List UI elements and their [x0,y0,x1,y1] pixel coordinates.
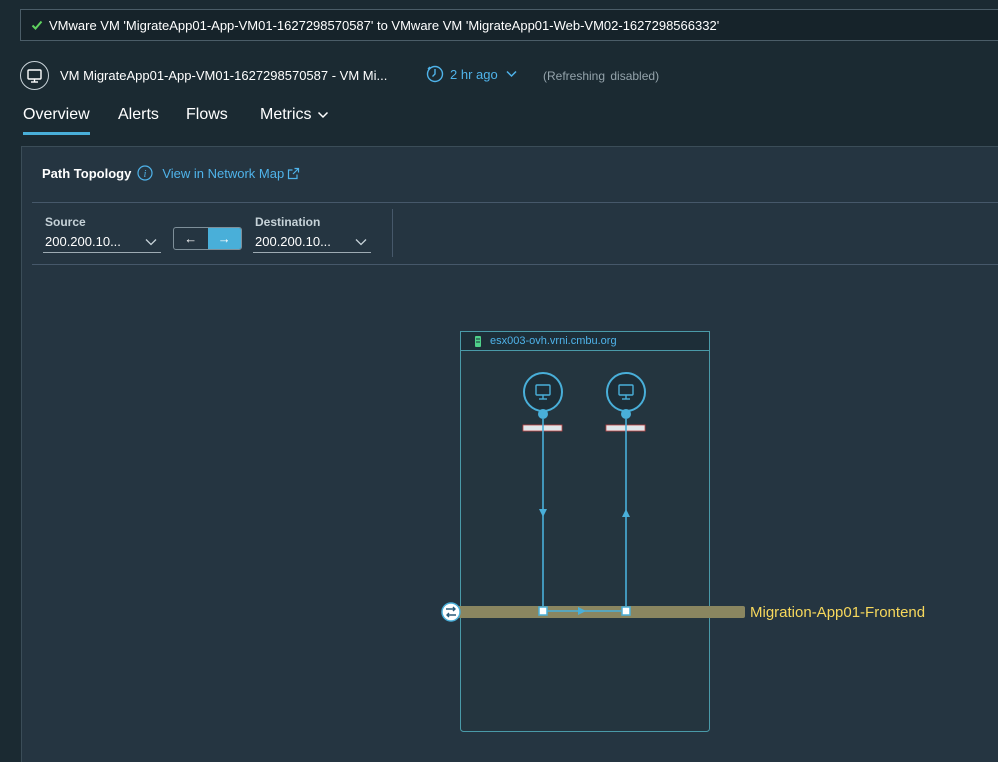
divider [32,202,998,203]
direction-right-button[interactable]: → [207,228,241,249]
panel-title: Path Topology [42,165,132,181]
segment-bar[interactable] [451,606,745,618]
svg-text:i: i [144,169,147,180]
destination-select[interactable]: 200.200.10... [253,231,371,253]
refresh-status: (Refreshing disabled) [543,69,660,83]
check-icon [31,20,43,30]
panel-header: Path Topology i View in Network Map [42,165,300,181]
router-icon[interactable] [441,602,461,622]
destination-value: 200.200.10... [255,234,331,249]
source-select[interactable]: 200.200.10... [43,231,161,253]
source-label: Source [45,215,86,229]
tab-alerts[interactable]: Alerts [118,106,159,123]
time-range-label: 2 hr ago [450,66,498,82]
top-bar: VMware VM 'MigrateApp01-App-VM01-1627298… [0,0,998,50]
flow-path-box: VMware VM 'MigrateApp01-App-VM01-1627298… [20,9,998,41]
info-icon[interactable]: i [137,165,153,181]
monitor-icon [618,384,634,400]
clock-icon [426,65,444,83]
divider [32,264,998,265]
destination-label: Destination [255,215,321,229]
monitor-icon [535,384,551,400]
tab-flows[interactable]: Flows [186,106,228,123]
direction-left-button[interactable]: ← [184,231,198,246]
path-topology-panel: Path Topology i View in Network Map Sour… [21,146,998,762]
tab-overview[interactable]: Overview [23,106,90,135]
chevron-down-icon [145,238,157,245]
chevron-down-icon [355,238,367,245]
tab-metrics[interactable]: Metrics [260,106,329,132]
host-name-label[interactable]: esx003-ovh.vrni.cmbu.org [490,335,617,347]
page-title: VM MigrateApp01-App-VM01-1627298570587 -… [60,68,388,83]
flow-path-text: VMware VM 'MigrateApp01-App-VM01-1627298… [49,17,720,33]
time-range-picker[interactable]: 2 hr ago [426,65,517,83]
entity-header: VM MigrateApp01-App-VM01-1627298570587 -… [0,58,998,94]
chevron-down-icon [317,111,328,119]
external-link-icon [288,167,300,179]
source-port[interactable] [538,606,548,616]
network-map-link-label: View in Network Map [162,165,285,181]
segment-name-label[interactable]: Migration-App01-Frontend [750,604,926,621]
source-vm-node[interactable] [523,372,563,419]
tab-bar: Overview Alerts Flows Metrics [0,100,998,138]
destination-vm-node[interactable] [606,372,646,419]
divider [392,209,393,257]
destination-port[interactable] [621,606,631,616]
source-value: 200.200.10... [45,234,121,249]
monitor-icon [20,61,49,90]
direction-toggle: ← → [173,227,242,250]
view-in-network-map-link[interactable]: View in Network Map [162,166,300,181]
tab-metrics-label: Metrics [260,106,312,123]
chevron-down-icon [506,70,517,78]
